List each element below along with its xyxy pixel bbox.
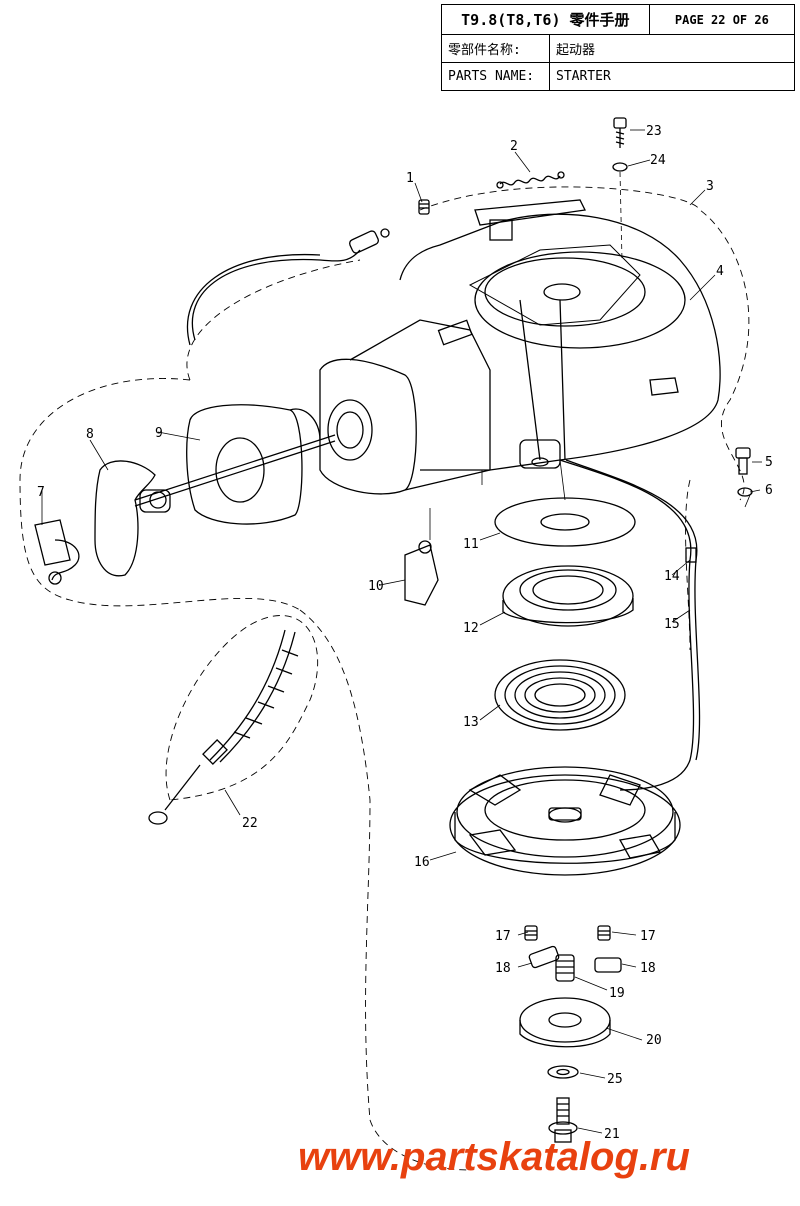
callout-17-right: 17 (640, 929, 656, 944)
throttle-cable (191, 249, 361, 341)
leader-lines (41, 129, 762, 1134)
starter-rope (134, 434, 336, 501)
part-spring-17-left (524, 925, 538, 941)
callout-17-left: 17 (495, 929, 511, 944)
callout-24: 24 (650, 153, 666, 168)
callout-7: 7 (37, 485, 45, 500)
callout-5: 5 (765, 455, 773, 470)
callout-2: 2 (510, 139, 518, 154)
part-pulley-16 (449, 766, 681, 876)
callout-20: 20 (646, 1033, 662, 1048)
part-washer-25 (547, 1065, 579, 1079)
part-tension-spring-2 (496, 171, 565, 189)
page-indicator: PAGE 22 OF 26 (648, 4, 796, 35)
callout-numbers: 1 2 3 4 5 6 7 8 9 10 11 12 13 14 15 16 1… (37, 124, 773, 1142)
callout-1: 1 (406, 171, 414, 186)
callout-23: 23 (646, 124, 662, 139)
part-spring-clip-1 (418, 199, 430, 215)
callout-3: 3 (706, 179, 714, 194)
callout-22: 22 (242, 816, 258, 831)
part-grommet-9 (186, 404, 321, 525)
parts-name-cn-value: 起动器 (549, 34, 795, 63)
callout-4: 4 (716, 264, 724, 279)
part-ratchet-20 (519, 997, 611, 1048)
parts-name-en-value: STARTER (549, 62, 795, 91)
part-cable-22 (148, 629, 299, 825)
group-outline (19, 186, 750, 1171)
part-starter-handle-8 (94, 460, 171, 577)
callout-14: 14 (664, 569, 680, 584)
callout-21: 21 (604, 1127, 620, 1142)
throttle-cable-edge (186, 253, 321, 346)
part-bolt-5 (735, 447, 751, 475)
part-pawl-18-left (528, 945, 560, 969)
callout-6: 6 (765, 483, 773, 498)
part-disc-plate-11 (494, 497, 636, 547)
callout-19: 19 (609, 986, 625, 1001)
part-bolt-23 (613, 117, 627, 148)
part-washer-24 (612, 162, 628, 172)
part-shaft-bolt-21 (548, 1097, 578, 1143)
part-starter-housing-3-4 (399, 199, 721, 471)
part-spring-case-12 (502, 565, 634, 627)
title-block: T9.8(T8,T6) 零件手册 PAGE 22 OF 26 零部件名称: 起动… (441, 4, 796, 91)
part-lever-10 (404, 540, 439, 606)
callout-18-left: 18 (495, 961, 511, 976)
part-spring-19 (555, 954, 575, 982)
part-pawl-18-right (594, 957, 622, 973)
callout-15: 15 (664, 617, 680, 632)
callout-10: 10 (368, 579, 384, 594)
part-cable-fitting-14 (685, 547, 697, 563)
part-bracket-7 (34, 519, 80, 585)
callout-18-right: 18 (640, 961, 656, 976)
watermark[interactable]: www.partskatalog.ru (298, 1135, 690, 1179)
cable-end-fitting (349, 228, 390, 254)
part-recoil-spring-13 (494, 659, 626, 731)
callout-9: 9 (155, 426, 163, 441)
callout-16: 16 (414, 855, 430, 870)
axis-line (619, 171, 623, 261)
callout-8: 8 (86, 427, 94, 442)
callout-11: 11 (463, 537, 479, 552)
part-spring-17-right (597, 925, 611, 941)
callout-12: 12 (463, 621, 479, 636)
callout-25: 25 (607, 1072, 623, 1087)
part-washer-6 (737, 487, 753, 497)
starter-rope-edge (134, 440, 336, 507)
part-cable-15 (559, 459, 695, 791)
part-rope-guide-body (319, 319, 491, 495)
model-title: T9.8(T8,T6) 零件手册 (441, 4, 650, 35)
callout-13: 13 (463, 715, 479, 730)
